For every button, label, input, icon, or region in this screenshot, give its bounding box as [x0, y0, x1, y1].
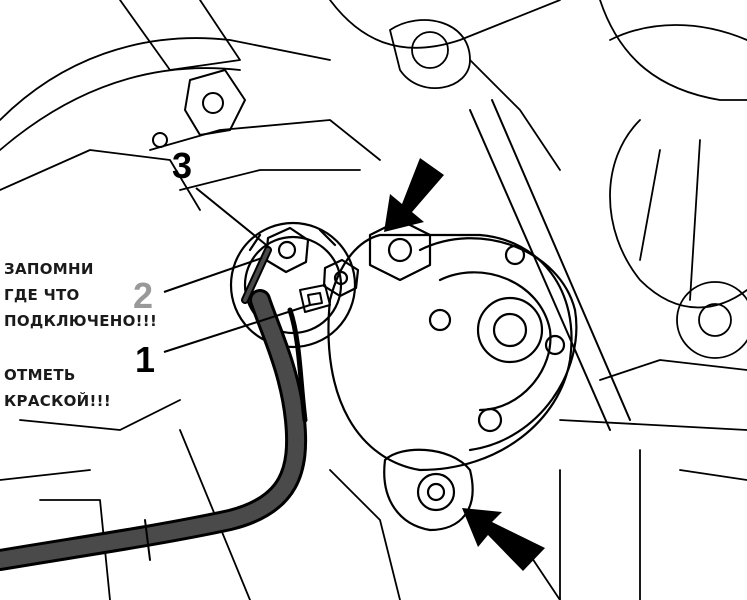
starter-lower-mounting-bolt [383, 448, 474, 532]
note-line: ПОДКЛЮЧЕНО!!! [4, 312, 158, 330]
handwritten-note-remember: ЗАПОМНИ ГДЕ ЧТО ПОДКЛЮЧЕНО!!! [4, 256, 158, 334]
note-line: ЗАПОМНИ [4, 260, 94, 278]
starter-motor [327, 233, 578, 472]
arrow-up-left-icon [462, 508, 545, 571]
battery-cable [0, 246, 308, 571]
support-rod [469, 99, 631, 431]
callout-1: 1 [135, 339, 155, 380]
arrow-down-icon [384, 158, 444, 232]
note-line: ОТМЕТЬ [4, 366, 76, 384]
terminal-nut-3 [264, 226, 310, 274]
handwritten-note-mark-paint: ОТМЕТЬ КРАСКОЙ!!! [4, 362, 111, 414]
note-line: КРАСКОЙ!!! [4, 392, 111, 410]
note-line: ГДЕ ЧТО [4, 286, 80, 304]
leader-lines [163, 187, 311, 353]
upper-bolt [152, 69, 246, 148]
terminal-connector-1 [299, 284, 331, 313]
callout-3: 3 [172, 145, 192, 186]
solenoid [229, 221, 357, 349]
